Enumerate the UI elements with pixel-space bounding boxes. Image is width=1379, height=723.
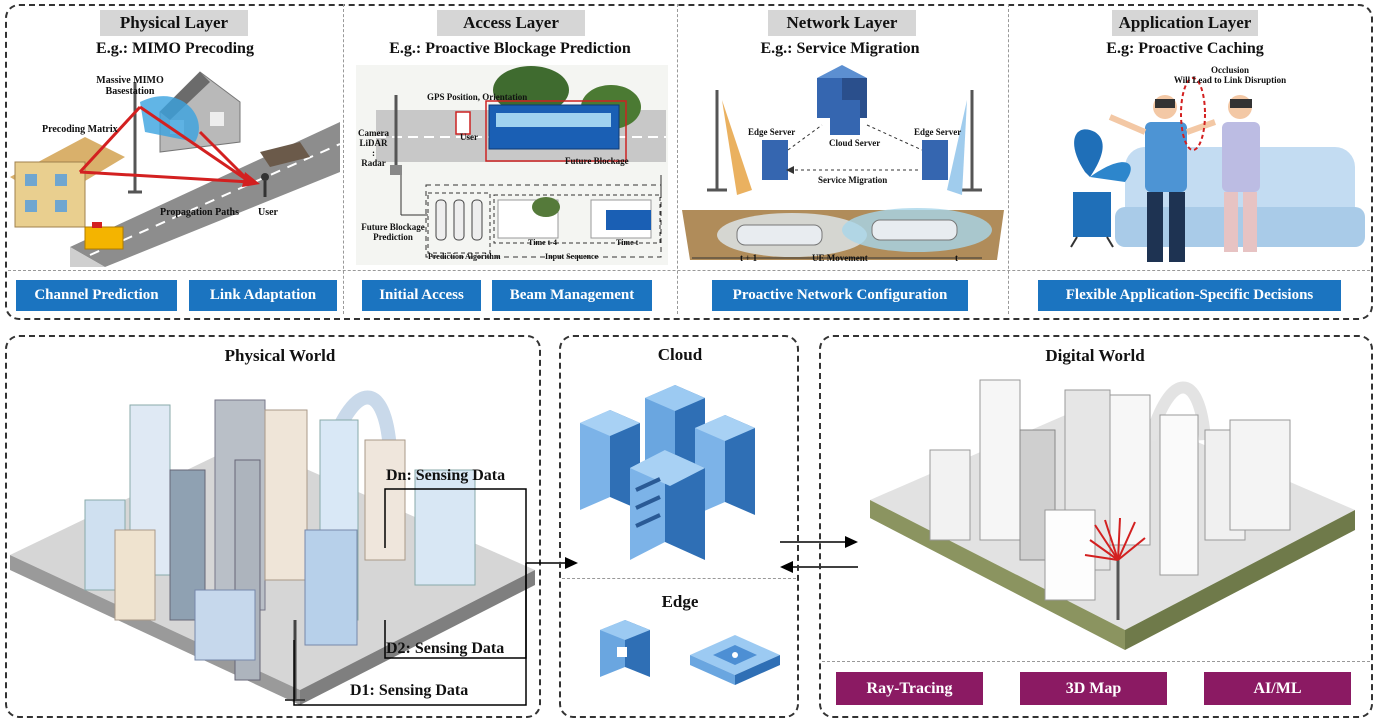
application-layer-example: E.g: Proactive Caching (1106, 40, 1264, 57)
bs-label: Massive MIMO Basestation (96, 75, 164, 97)
divider (677, 4, 678, 314)
occlusion-label: Occlusion Will Lead to Link Disruption (1173, 65, 1287, 85)
edge-device-icon (600, 620, 780, 685)
physical-city-illustration (10, 390, 535, 705)
flexible-decisions-button[interactable]: Flexible Application-Specific Decisions (1038, 280, 1341, 311)
physical-world-title: Physical World (224, 346, 336, 365)
physical-layer-title: Physical Layer (100, 10, 248, 36)
digital-world-panel (819, 335, 1373, 718)
cloud-server-icon (580, 385, 755, 560)
blockage-prediction-illustration (356, 65, 668, 265)
t-plus-1-label: t + 1 (740, 253, 758, 263)
t-label: t (955, 253, 958, 263)
cloud-edge-panel (559, 335, 799, 718)
proactive-network-config-button[interactable]: Proactive Network Configuration (712, 280, 968, 311)
paths-label: Propagation Paths (160, 207, 239, 218)
initial-access-button[interactable]: Initial Access (362, 280, 481, 311)
ue-movement-label: UE Movement (812, 253, 868, 263)
beam-management-button[interactable]: Beam Management (492, 280, 652, 311)
input-label: Input Sequence (545, 252, 599, 261)
cloud-title: Cloud (657, 345, 703, 364)
access-layer-title: Access Layer (437, 10, 585, 36)
sensing-data-d2: D2: Sensing Data (386, 640, 505, 657)
3d-map-button[interactable]: 3D Map (1020, 672, 1167, 705)
mimo-precoding-illustration (10, 71, 341, 267)
proactive-caching-illustration (1070, 77, 1365, 262)
precoding-label: Precoding Matrix (42, 124, 118, 135)
edge-server-2-label: Edge Server (914, 127, 962, 137)
migration-label: Service Migration (818, 175, 888, 185)
access-user-label: User (460, 132, 478, 142)
time-t4-label: Time t-4 (528, 238, 557, 247)
gps-label: GPS Position, Orientation (427, 92, 528, 102)
cloud-server-label: Cloud Server (829, 138, 881, 148)
future-blockage-label: Future Blockage (565, 156, 629, 166)
edge-title: Edge (661, 592, 699, 611)
digital-world-title: Digital World (1045, 346, 1145, 365)
sensing-data-d1: D1: Sensing Data (350, 682, 469, 699)
network-layer-title: Network Layer (768, 10, 916, 36)
sensors-label: Camera LiDAR : Radar (358, 128, 389, 168)
divider (822, 661, 1370, 662)
divider (8, 270, 1370, 271)
divider (343, 4, 344, 314)
divider (562, 578, 796, 579)
channel-prediction-button[interactable]: Channel Prediction (16, 280, 177, 311)
edge-server-1-label: Edge Server (748, 127, 796, 137)
physical-layer-example: E.g.: MIMO Precoding (96, 40, 254, 57)
divider (1008, 4, 1009, 314)
physical-world-panel (5, 335, 541, 718)
layers-panel (5, 4, 1373, 320)
access-layer-example: E.g.: Proactive Blockage Prediction (389, 40, 631, 57)
network-layer-example: E.g.: Service Migration (760, 40, 920, 57)
link-adaptation-button[interactable]: Link Adaptation (189, 280, 337, 311)
ray-tracing-button[interactable]: Ray-Tracing (836, 672, 983, 705)
algo-label: Prediction Algorithm (428, 252, 501, 261)
time-t-label: Time t (616, 238, 639, 247)
ai-ml-button[interactable]: AI/ML (1204, 672, 1351, 705)
service-migration-illustration (682, 65, 1004, 260)
sensing-data-dn: Dn: Sensing Data (386, 467, 506, 484)
application-layer-title: Application Layer (1112, 10, 1258, 36)
future-prediction-label: Future Blockage Prediction (361, 222, 425, 242)
user-label: User (258, 207, 278, 218)
digital-city-illustration (870, 379, 1355, 650)
